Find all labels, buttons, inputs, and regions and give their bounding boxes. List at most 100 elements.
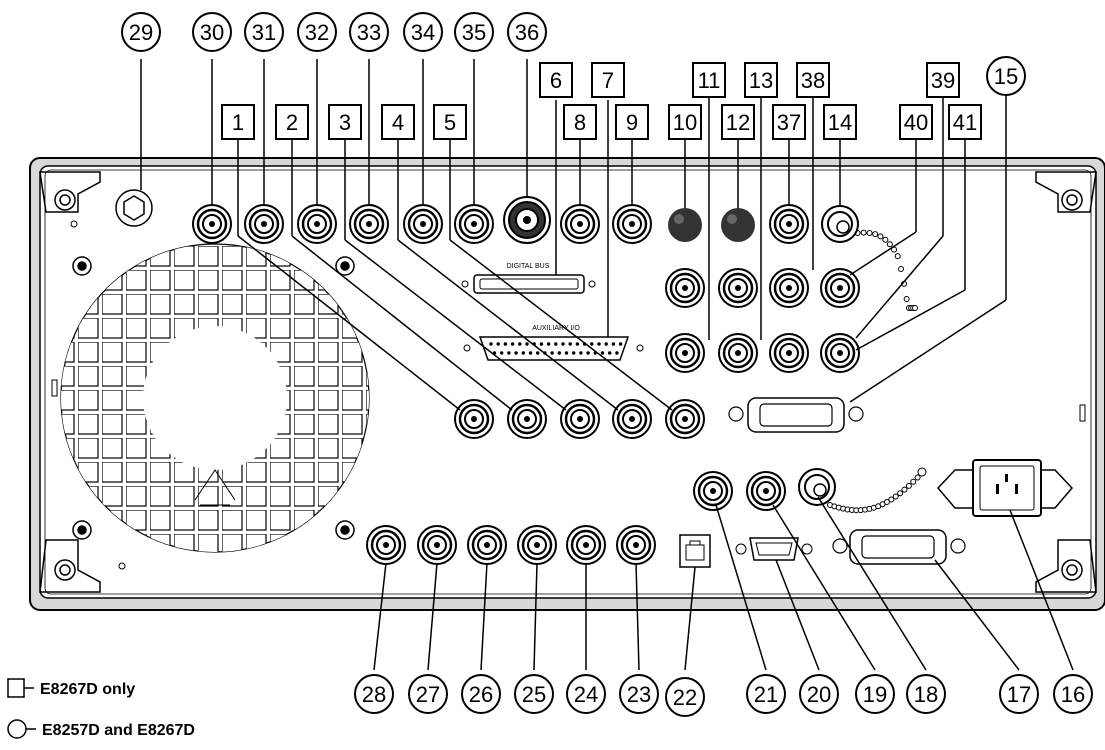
blank-plug-left: [668, 208, 702, 242]
bnc-27-connector: [417, 525, 457, 565]
callout-37: 37: [772, 104, 806, 140]
callout-39: 39: [926, 62, 960, 98]
callout-label-11: 11: [698, 68, 721, 93]
leader-line: [533, 562, 538, 671]
callout-9: 9: [615, 104, 649, 140]
leader-line: [480, 562, 488, 671]
leader-line: [237, 235, 461, 411]
bnc-9-connector: [612, 204, 652, 244]
callout-label-31: 31: [252, 20, 276, 45]
callout-label-10: 10: [673, 110, 697, 135]
callout-4: 4: [381, 104, 415, 140]
leader-line: [635, 562, 640, 671]
callout-28: 28: [354, 674, 394, 714]
capped-14-connector: [821, 205, 859, 243]
callout-11: 11: [692, 62, 726, 98]
callout-14: 14: [823, 104, 857, 140]
callout-label-21: 21: [754, 682, 778, 707]
bnc-12-connector: [718, 268, 758, 308]
bnc-34-connector: [403, 204, 443, 244]
legend-circle-text: E8257D and E8267D: [42, 722, 195, 739]
legend-circle-icon: [7, 719, 27, 739]
rf-output-connector: [503, 196, 551, 244]
callout-label-18: 18: [914, 682, 938, 707]
callout-7: 7: [591, 62, 625, 98]
callout-12: 12: [721, 104, 755, 140]
power-inlet: [936, 459, 1074, 517]
capped-18-connector: [798, 468, 836, 506]
callout-label-5: 5: [444, 110, 456, 135]
callout-23: 23: [619, 674, 659, 714]
callout-36: 36: [507, 12, 547, 52]
leader-line: [817, 496, 927, 671]
bnc-13-connector: [718, 333, 758, 373]
leader-line: [855, 289, 966, 351]
callout-label-35: 35: [462, 20, 486, 45]
callout-38: 38: [796, 62, 830, 98]
leader-line: [934, 559, 1020, 671]
callout-1: 1: [221, 104, 255, 140]
ground-post: [115, 189, 153, 227]
leader-line: [373, 562, 387, 671]
bnc-31-connector: [244, 204, 284, 244]
bnc-30-connector: [192, 204, 232, 244]
bnc-4-connector: [612, 399, 652, 439]
callout-19: 19: [855, 674, 895, 714]
callout-label-29: 29: [129, 20, 153, 45]
leader-line: [715, 504, 767, 671]
bnc-24-connector: [566, 525, 606, 565]
callout-3: 3: [328, 104, 362, 140]
bnc-38-connector: [769, 268, 809, 308]
callout-label-15: 15: [994, 64, 1018, 89]
callout-label-12: 12: [726, 110, 750, 135]
callout-label-39: 39: [931, 68, 955, 93]
callout-25: 25: [514, 674, 554, 714]
callout-label-4: 4: [392, 110, 404, 135]
callout-label-40: 40: [904, 110, 928, 135]
callout-label-32: 32: [305, 20, 329, 45]
callout-label-38: 38: [801, 68, 825, 93]
cooling-fan: [60, 243, 370, 553]
legend: E8267D only E8257D and E8267D: [7, 678, 195, 739]
auxiliary-io-connector: AUXILIARY I/O: [463, 325, 644, 361]
callout-label-1: 1: [232, 110, 244, 135]
callout-26: 26: [461, 674, 501, 714]
callout-label-23: 23: [627, 682, 651, 707]
bnc-32-connector: [297, 204, 337, 244]
callout-29: 29: [121, 12, 161, 52]
callout-35: 35: [454, 12, 494, 52]
callout-31: 31: [244, 12, 284, 52]
bnc-28-connector: [366, 525, 406, 565]
callout-15: 15: [986, 56, 1026, 96]
digital-bus-label: DIGITAL BUS: [507, 263, 550, 270]
callout-label-14: 14: [828, 110, 852, 135]
leader-line: [344, 239, 567, 411]
callout-22: 22: [665, 677, 705, 717]
callout-16: 16: [1053, 674, 1093, 714]
leader-line: [427, 562, 438, 671]
leader-line: [397, 239, 619, 411]
bnc-41-connector: [820, 333, 860, 373]
callout-24: 24: [566, 674, 606, 714]
callout-label-28: 28: [362, 682, 386, 707]
callout-32: 32: [297, 12, 337, 52]
dust-cap-chains: [827, 229, 927, 514]
callout-30: 30: [192, 12, 232, 52]
callout-17: 17: [999, 674, 1039, 714]
callout-label-7: 7: [602, 68, 614, 93]
callout-label-9: 9: [626, 110, 638, 135]
callout-13: 13: [744, 62, 778, 98]
leader-line: [849, 299, 1007, 403]
bnc-37-connector: [769, 204, 809, 244]
callout-label-37: 37: [777, 110, 801, 135]
bnc-5-connector: [665, 399, 705, 439]
bnc-40-connector: [820, 268, 860, 308]
callout-10: 10: [668, 104, 702, 140]
leader-line: [775, 559, 820, 671]
callout-label-25: 25: [522, 682, 546, 707]
callout-label-16: 16: [1061, 682, 1085, 707]
leader-line: [1009, 509, 1074, 671]
legend-square-text: E8267D only: [40, 681, 135, 698]
